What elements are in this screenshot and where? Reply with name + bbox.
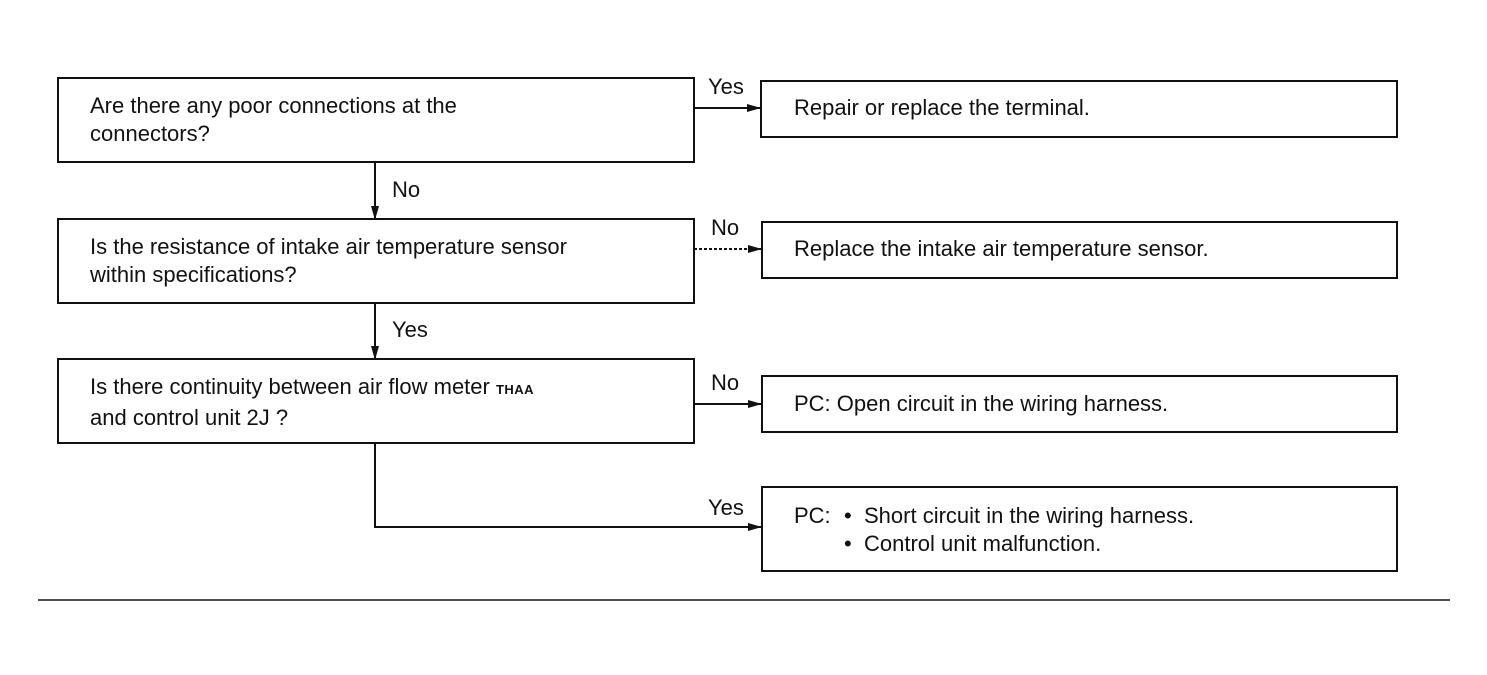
question-1-line1: Are there any poor connections at the bbox=[90, 93, 457, 118]
question-2-line1: Is the resistance of intake air temperat… bbox=[90, 234, 567, 259]
label-q3-no: No bbox=[711, 370, 740, 395]
result-1-text: Repair or replace the terminal. bbox=[794, 95, 1090, 120]
result-4-row-2: • Control unit malfunction. bbox=[794, 530, 1194, 558]
question-2-line2: within specifications? bbox=[90, 262, 297, 287]
question-box-1 bbox=[57, 77, 695, 163]
result-3-text: PC: Open circuit in the wiring harness. bbox=[794, 391, 1169, 416]
arrow-q3-r4 bbox=[374, 443, 762, 531]
question-box-2 bbox=[57, 218, 695, 304]
question-3-code: THAA bbox=[495, 382, 535, 397]
label-q2-no: No bbox=[711, 215, 740, 240]
label-q1-yes: Yes bbox=[708, 74, 744, 99]
label-q1-no: No bbox=[392, 177, 421, 202]
result-4-item-1: Short circuit in the wiring harness. bbox=[864, 503, 1195, 528]
label-q2-yes: Yes bbox=[392, 317, 428, 342]
result-4-item-2: Control unit malfunction. bbox=[864, 531, 1102, 556]
result-4-row-1: PC: • Short circuit in the wiring harnes… bbox=[794, 502, 1194, 530]
result-4-text: PC: • Short circuit in the wiring harnes… bbox=[794, 502, 1194, 558]
question-2-text: Is the resistance of intake air temperat… bbox=[90, 233, 567, 289]
question-3-line1-prefix: Is there continuity between air flow met… bbox=[90, 374, 496, 399]
question-3-line1: Is there continuity between air flow met… bbox=[90, 373, 534, 404]
question-3-line2: and control unit 2J ? bbox=[90, 405, 289, 430]
question-1-line2: connectors? bbox=[90, 121, 210, 146]
result-box-3 bbox=[761, 375, 1398, 433]
label-q3-yes: Yes bbox=[708, 495, 744, 520]
result-box-1 bbox=[760, 80, 1398, 138]
result-2-text: Replace the intake air temperature senso… bbox=[794, 236, 1209, 261]
question-box-3 bbox=[57, 358, 695, 444]
bullet-icon: • bbox=[844, 531, 852, 556]
result-box-2 bbox=[761, 221, 1398, 279]
question-1-text: Are there any poor connections at the co… bbox=[90, 92, 457, 148]
result-4-indent bbox=[794, 530, 844, 558]
result-4-prefix: PC: bbox=[794, 503, 831, 528]
question-3-text: Is there continuity between air flow met… bbox=[90, 373, 534, 432]
bullet-icon: • bbox=[844, 503, 852, 528]
result-box-4 bbox=[761, 486, 1398, 572]
